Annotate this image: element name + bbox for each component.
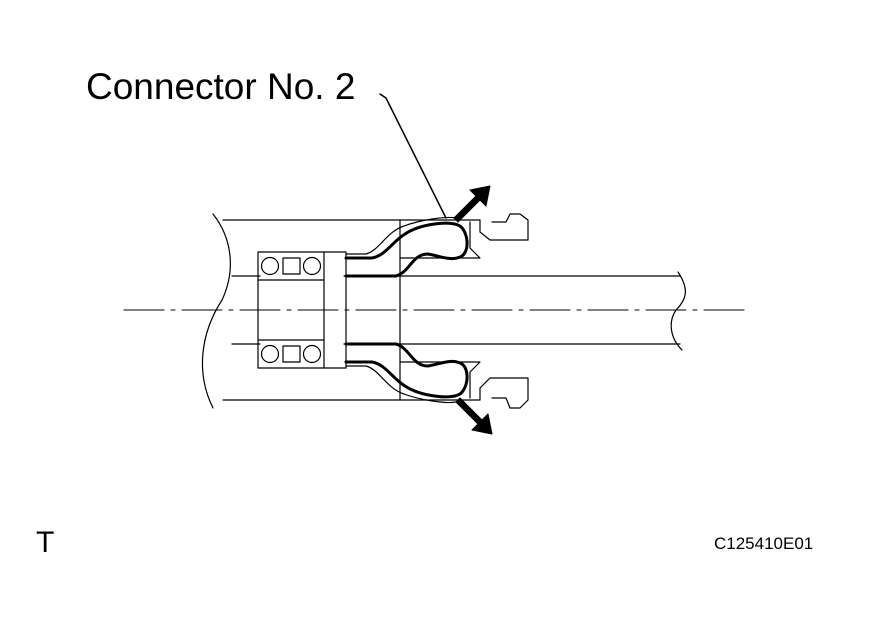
o-ring-top-left [260,256,280,276]
press-arrow-top-icon [453,185,491,223]
figure-code: C125410E01 [714,534,814,553]
connector-body [399,213,529,409]
retainer-block [257,251,347,369]
o-ring-bottom-right [302,344,322,364]
corner-letter: T [36,526,55,559]
inner-pipe [343,271,686,351]
connector-no-2-clip [344,216,469,404]
o-rings [260,256,322,364]
o-ring-bottom-left [260,344,280,364]
callout-label: Connector No. 2 [86,66,356,107]
press-arrow-bottom-icon [455,397,493,435]
outer-pipe [201,213,401,409]
callout-leader-line [379,93,447,219]
o-ring-top-right [302,256,322,276]
